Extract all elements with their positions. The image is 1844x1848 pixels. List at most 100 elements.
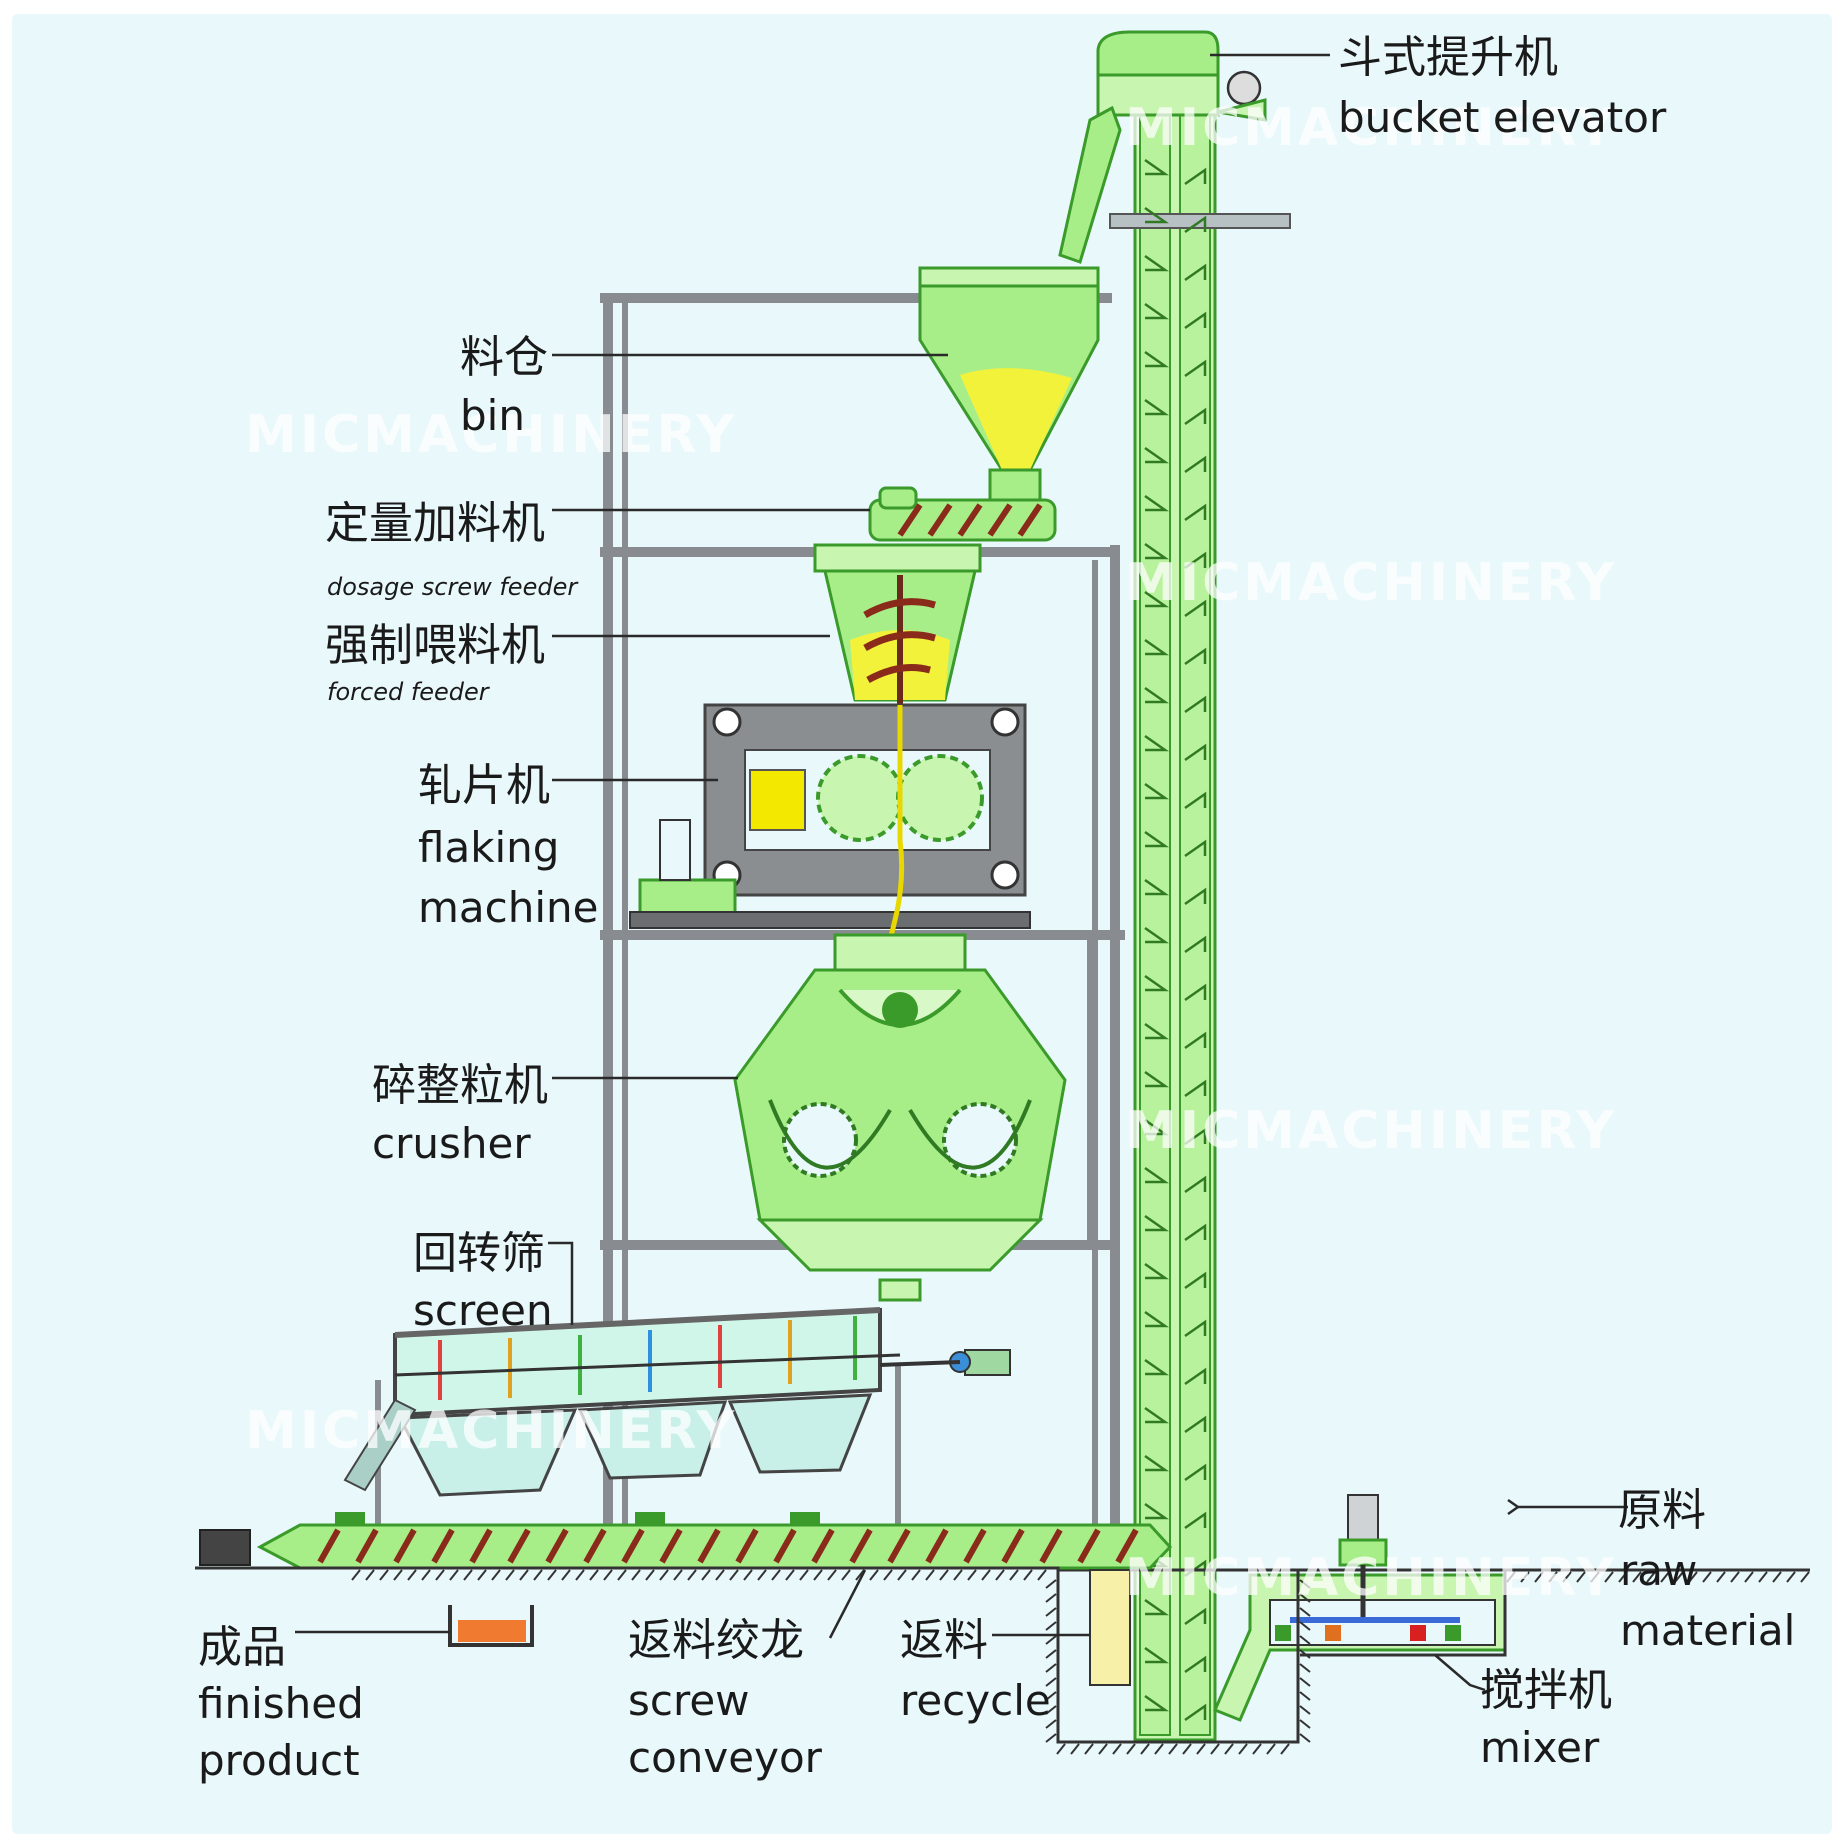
ground-hatch <box>645 1569 655 1581</box>
label-crusher-zh: 碎整粒机 <box>372 1060 548 1111</box>
ground-hatch <box>1299 1621 1311 1631</box>
elevator-bucket <box>1144 1358 1169 1376</box>
ground-hatch <box>925 1569 935 1581</box>
elevator-bucket <box>1144 1502 1169 1520</box>
ground-hatch <box>1045 1677 1057 1687</box>
ground-hatch <box>1196 1743 1206 1755</box>
elevator-bucket <box>1144 398 1169 416</box>
label-bucket-elevator-zh: 斗式提升机 <box>1338 32 1558 83</box>
ground-hatch <box>421 1569 431 1581</box>
watermark-1: MICMACHINERY <box>245 405 737 465</box>
elevator-bucket <box>1184 935 1207 954</box>
elevator-bucket <box>1144 1310 1169 1328</box>
ground-hatch <box>1576 1571 1586 1583</box>
finished-product-tray <box>448 1605 534 1647</box>
elevator-bucket <box>1184 1271 1207 1290</box>
label-flaking-machine-zh: 轧片机 <box>418 760 550 811</box>
elevator-bucket <box>1184 1031 1207 1050</box>
ground-hatch <box>1772 1571 1782 1583</box>
ground-hatch <box>1299 1705 1311 1715</box>
elevator-bucket <box>1184 743 1207 762</box>
label-bucket-elevator-en: bucket elevator <box>1338 93 1667 142</box>
elevator-bucket <box>1184 503 1207 522</box>
ground-hatch <box>1210 1743 1220 1755</box>
label-bin-zh: 料仓 <box>460 332 548 383</box>
elevator-bucket <box>1144 158 1169 176</box>
ground-hatch <box>351 1569 361 1581</box>
screw-flight <box>697 1528 721 1564</box>
ground-hatch <box>449 1569 459 1581</box>
ground-hatch <box>1168 1743 1178 1755</box>
rotary-screen <box>343 1307 1011 1497</box>
elevator-bucket <box>1144 446 1169 464</box>
label-finished-product-zh: 成品 <box>198 1622 286 1673</box>
elevator-bucket <box>1184 1367 1207 1386</box>
label-screw-conveyor-zh: 返料绞龙 <box>628 1615 804 1666</box>
ground-hatch <box>939 1569 949 1581</box>
return-screw-conveyor <box>199 1512 1173 1570</box>
label-raw-material-zh: 原料 <box>1618 1485 1706 1536</box>
steel-frame <box>375 293 1125 1565</box>
watermark-3: MICMACHINERY <box>1125 553 1617 613</box>
label-crusher-en: crusher <box>372 1119 531 1168</box>
watermarks: MICMACHINERY MICMACHINERY MICMACHINERY M… <box>245 98 1617 1608</box>
forced-feeder <box>813 543 982 705</box>
ground-hatch <box>1084 1743 1094 1755</box>
label-raw-material-en2: material <box>1620 1606 1795 1655</box>
elevator-bucket <box>1184 791 1207 810</box>
label-screw-conveyor-en2: conveyor <box>628 1733 823 1782</box>
elevator-bucket <box>1144 1166 1169 1184</box>
screw-flight <box>963 1528 987 1564</box>
ground-hatch <box>911 1569 921 1581</box>
elevator-bucket <box>1184 1415 1207 1434</box>
elevator-bucket <box>1144 782 1169 800</box>
ground-hatch <box>1098 1743 1108 1755</box>
screw-flight <box>317 1528 341 1564</box>
elevator-bucket <box>1144 1070 1169 1088</box>
elevator-bucket <box>1144 206 1169 224</box>
elevator-bucket <box>1184 311 1207 330</box>
screw-flight <box>1039 1528 1063 1564</box>
elevator-bucket <box>1184 983 1207 1002</box>
ground-hatch <box>435 1569 445 1581</box>
ground-hatch <box>1252 1743 1262 1755</box>
ground-lines <box>195 1566 1810 1744</box>
label-recycle-zh: 返料 <box>900 1615 988 1666</box>
label-finished-product-en1: finished <box>198 1679 364 1728</box>
ground-hatch <box>407 1569 417 1581</box>
ground-hatch <box>799 1569 809 1581</box>
ground-hatch <box>841 1569 851 1581</box>
labels: 斗式提升机 bucket elevator 料仓 bin 定量加料机 dosag… <box>198 32 1795 1785</box>
ground-hatch <box>771 1569 781 1581</box>
ground-hatch <box>1534 1571 1544 1583</box>
screw-flight <box>355 1528 379 1564</box>
elevator-bucket <box>1184 215 1207 234</box>
elevator-bucket <box>1184 839 1207 858</box>
ground-hatch <box>1126 1743 1136 1755</box>
ground-hatch <box>1618 1571 1628 1583</box>
crusher <box>733 933 1067 1302</box>
screw-flight <box>431 1528 455 1564</box>
ground-hatch <box>631 1569 641 1581</box>
elevator-bucket <box>1144 1262 1169 1280</box>
label-finished-product-en2: product <box>198 1736 360 1785</box>
ground-hatch <box>1045 1663 1057 1673</box>
label-recycle-en: recycle <box>900 1676 1051 1725</box>
elevator-bucket <box>1144 590 1169 608</box>
ground-hatch <box>743 1569 753 1581</box>
elevator-bucket <box>1184 599 1207 618</box>
elevator-bucket <box>1184 1463 1207 1482</box>
elevator-bucket <box>1144 1646 1169 1664</box>
ground-hatch <box>547 1569 557 1581</box>
ground-hatch <box>659 1569 669 1581</box>
screw-flight <box>583 1528 607 1564</box>
ground-hatch <box>687 1569 697 1581</box>
elevator-bucket <box>1184 1655 1207 1674</box>
elevator-bucket <box>1144 1022 1169 1040</box>
ground-hatch <box>1299 1635 1311 1645</box>
ground-hatch <box>785 1569 795 1581</box>
ground-hatch <box>967 1569 977 1581</box>
elevator-bucket <box>1184 1319 1207 1338</box>
ground-hatch <box>729 1569 739 1581</box>
ground-hatch <box>477 1569 487 1581</box>
